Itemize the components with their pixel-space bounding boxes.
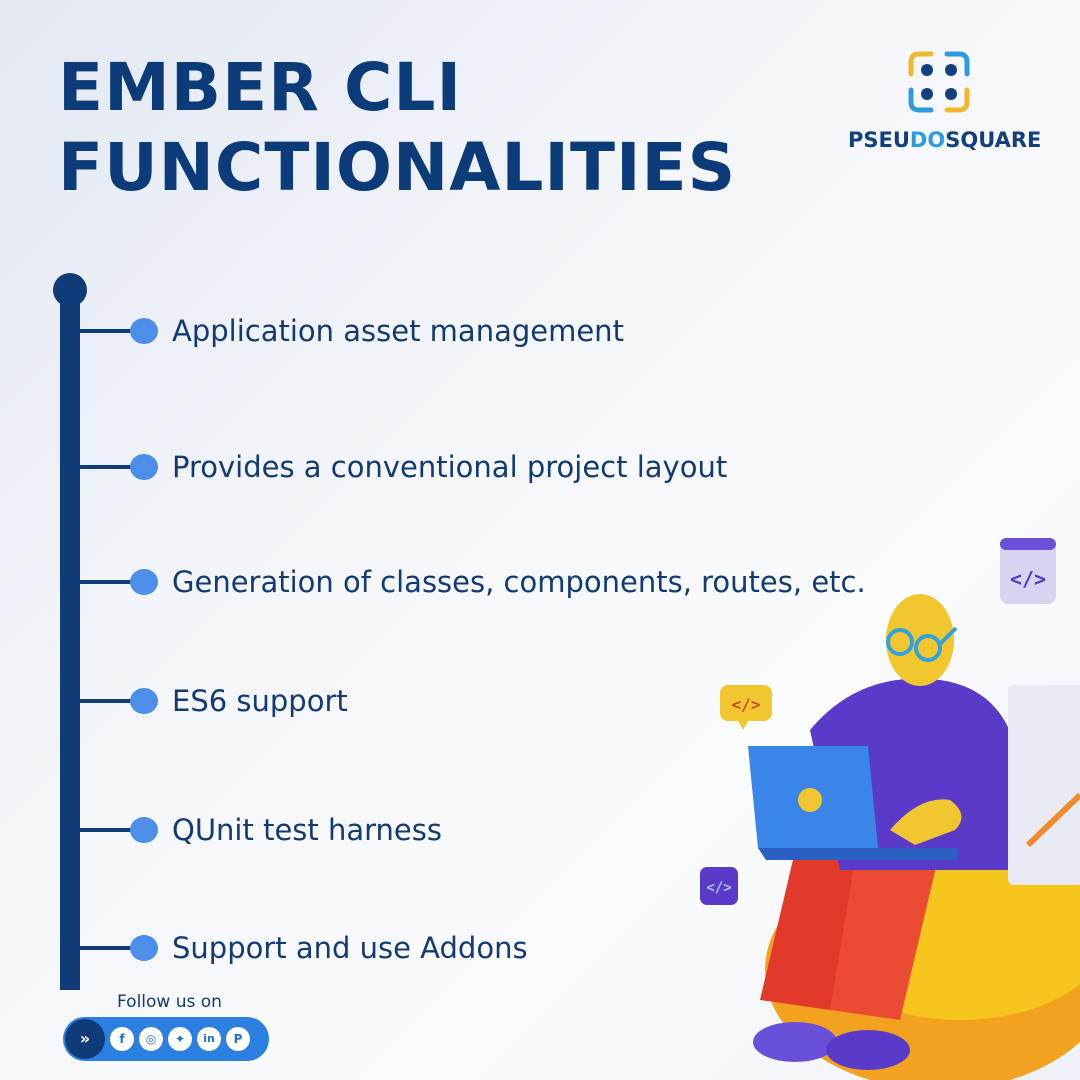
logo-text-part-1: PSEU — [848, 128, 910, 152]
bullet-dot — [130, 935, 158, 961]
feature-label: Provides a conventional project layout — [172, 450, 728, 484]
pseudosquare-logo[interactable]: PSEUDOSQUARE — [848, 48, 1041, 158]
pinterest-icon[interactable]: P — [226, 1027, 250, 1051]
code-window-icon: </> — [1000, 538, 1056, 604]
timeline-bar — [60, 292, 80, 990]
bullet-dot — [130, 318, 158, 344]
code-tag-text: </> — [706, 880, 731, 896]
logo-text-part-3: SQUARE — [945, 128, 1042, 152]
connector-line — [80, 580, 132, 584]
connector-line — [80, 946, 132, 950]
code-tag-text: </> — [732, 695, 761, 714]
code-tag-text: </> — [1010, 567, 1046, 591]
twitter-icon[interactable]: ✦ — [168, 1027, 192, 1051]
developer-illustration: </> </> </> — [700, 538, 1080, 1080]
feature-label: ES6 support — [172, 684, 348, 718]
social-links-bar: » f ◎ ✦ in P — [63, 1017, 269, 1061]
code-bubble-icon: </> — [720, 685, 772, 730]
bullet-dot — [130, 454, 158, 480]
title-line-2: FUNCTIONALITIES — [58, 129, 737, 206]
double-chevron-icon[interactable]: » — [65, 1019, 105, 1059]
bullet-dot — [130, 688, 158, 714]
bullet-dot — [130, 817, 158, 843]
logo-wordmark: PSEUDOSQUARE — [848, 128, 1041, 152]
pseudosquare-logo-icon — [908, 51, 970, 113]
feature-label: Support and use Addons — [172, 931, 528, 965]
bullet-dot — [130, 569, 158, 595]
connector-line — [80, 699, 132, 703]
instagram-icon[interactable]: ◎ — [139, 1027, 163, 1051]
follow-us-label: Follow us on — [117, 992, 222, 1012]
connector-line — [80, 465, 132, 469]
code-badge-icon: </> — [700, 867, 738, 905]
feature-label: QUnit test harness — [172, 813, 442, 847]
connector-line — [80, 828, 132, 832]
linkedin-icon[interactable]: in — [197, 1027, 221, 1051]
page-title: EMBER CLI FUNCTIONALITIES — [58, 48, 736, 208]
feature-label: Generation of classes, components, route… — [172, 565, 866, 599]
facebook-icon[interactable]: f — [110, 1027, 134, 1051]
feature-label: Application asset management — [172, 314, 624, 348]
logo-text-part-2: DO — [909, 128, 946, 152]
connector-line — [80, 329, 132, 333]
title-line-1: EMBER CLI — [58, 49, 463, 126]
